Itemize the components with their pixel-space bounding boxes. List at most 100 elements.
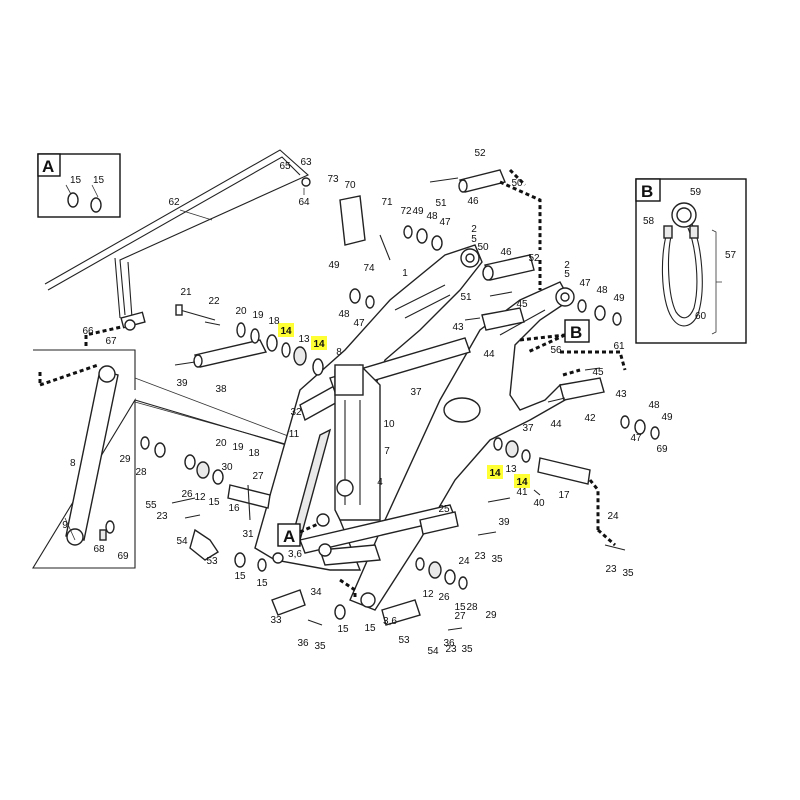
callout-a-letter: A (283, 527, 295, 546)
part-label: 61 (613, 341, 625, 352)
detail-box-a: A 15 15 (37, 153, 121, 218)
detail-box-b-label: 59 (690, 187, 702, 198)
part-label: 26 (438, 592, 450, 603)
part-label: 53 (206, 556, 218, 567)
parking-rod (44, 149, 311, 331)
part-label: 20 (235, 306, 247, 317)
part-label: 49 (412, 206, 424, 217)
part-label: 40 (533, 498, 545, 509)
part-label: 70 (344, 180, 356, 191)
part-label: 74 (363, 263, 375, 274)
part-label: 23 (605, 564, 617, 575)
part-label: 15 (364, 623, 376, 634)
part-label: 44 (483, 349, 495, 360)
part-label: 63 (300, 157, 312, 168)
part-label: 37 (522, 423, 534, 434)
part-label: 47 (579, 278, 591, 289)
part-label: 73 (327, 174, 339, 185)
part-label: 10 (383, 419, 395, 430)
part-label: 25 (438, 504, 450, 515)
part-label: 48 (338, 309, 350, 320)
part-label: 19 (232, 442, 244, 453)
part-label: 5 (564, 269, 570, 280)
part-label: 68 (93, 544, 105, 555)
part-label: 18 (268, 316, 280, 327)
part-label: 12 (194, 492, 206, 503)
part-label: 2 (471, 224, 477, 235)
part-label: 13 (505, 464, 517, 475)
detail-box-b-label: 57 (725, 250, 737, 261)
highlighted-part-label: 14 (489, 468, 501, 479)
part-label: 15 (337, 624, 349, 635)
part-label: 46 (500, 247, 512, 258)
part-label: 37 (410, 387, 422, 398)
link-arm (65, 369, 119, 541)
part-label: 51 (435, 198, 447, 209)
pin-53 (381, 599, 421, 626)
part-label: 53 (398, 635, 410, 646)
part-label: 30 (221, 462, 233, 473)
part-label: 35 (622, 568, 634, 579)
part-label: 21 (180, 287, 192, 298)
bolts (171, 177, 626, 631)
pin-25 (419, 511, 459, 535)
part-label: 69 (656, 444, 668, 455)
r-clip-spring (661, 223, 703, 327)
part-label: 27 (252, 471, 264, 482)
washers (140, 225, 660, 620)
link-detail-panel: 8 (32, 323, 136, 569)
part-label: 26 (181, 489, 193, 500)
part-label: 4 (377, 477, 383, 488)
part-label: 31 (242, 529, 254, 540)
part-label: 49 (661, 412, 673, 423)
part-label: 12 (422, 589, 434, 600)
part-label: 28 (135, 467, 147, 478)
part-label: 35 (491, 554, 503, 565)
part-label: 48 (426, 211, 438, 222)
dashed-leaders (339, 168, 627, 600)
upright-bracket (272, 364, 381, 608)
part-label: 3,6 (383, 616, 397, 627)
part-label: 20 (215, 438, 227, 449)
part-label: 67 (105, 336, 117, 347)
part-label: 36 (297, 638, 309, 649)
callout-b: B (527, 319, 590, 354)
part-label: 38 (215, 384, 227, 395)
part-label: 48 (596, 285, 608, 296)
part-label: 7 (384, 446, 390, 457)
part-label: 24 (607, 511, 619, 522)
part-label: 35 (314, 641, 326, 652)
part-label: 28 (466, 602, 478, 613)
part-label: 72 (400, 206, 412, 217)
part-label: 56 (550, 345, 562, 356)
highlighted-part-label: 14 (280, 326, 292, 337)
part-label: 64 (298, 197, 310, 208)
detail-box-a-label: 15 (70, 175, 82, 186)
detail-box-a-letter: A (42, 157, 54, 176)
highlighted-part-label: 14 (516, 477, 528, 488)
highlight-marker (311, 336, 327, 350)
part-label: 36 (443, 638, 455, 649)
part-label: 48 (648, 400, 660, 411)
pins-and-shafts (189, 169, 605, 626)
part-label: 32 (290, 407, 302, 418)
part-label: 52 (528, 253, 540, 264)
part-label: 49 (613, 293, 625, 304)
part-label: 19 (252, 310, 264, 321)
part-label: 11 (289, 429, 300, 440)
pin-38 (194, 339, 268, 368)
part-label: 29 (119, 454, 131, 465)
highlight-marker (514, 474, 530, 488)
part-label: 15 (234, 571, 246, 582)
part-label: 29 (485, 610, 497, 621)
part-label: 15 (256, 578, 268, 589)
part-label: 51 (460, 292, 472, 303)
svg-text:8: 8 (70, 458, 76, 469)
part-label: 45 (516, 299, 528, 310)
part-label: 16 (228, 503, 240, 514)
part-label: 22 (208, 296, 220, 307)
part-label: 13 (298, 334, 310, 345)
part-label: 2 (564, 260, 570, 271)
